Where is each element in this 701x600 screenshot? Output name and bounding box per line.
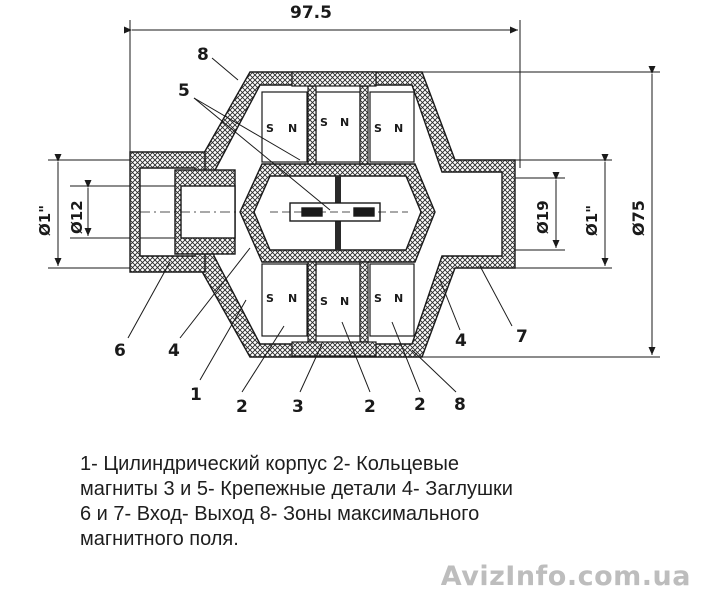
pole-s: S: [320, 116, 328, 129]
callout-7: 7: [516, 327, 528, 347]
pole-s: S: [320, 295, 328, 308]
dim-inlet-diameter: Ø1": [36, 205, 54, 236]
callout-numbers: 8 5 6 4 1 2 3 2 2 8 4 7: [114, 45, 528, 417]
inner-cage: [239, 163, 436, 263]
callout-3: 3: [292, 397, 304, 417]
callout-8-bottom: 8: [454, 395, 466, 415]
pole-s: S: [266, 122, 274, 135]
pole-n: N: [288, 122, 297, 135]
magnet-bottom-right: [369, 263, 415, 337]
magnet-top-left: [261, 91, 308, 163]
callout-4-right: 4: [455, 331, 467, 351]
magnetic-filter-diagram: S N S N S N S N S N S N 97.5 Ø1" Ø12 Ø19…: [36, 3, 660, 417]
dim-outlet-bore: Ø19: [534, 200, 552, 234]
legend-line: 6 и 7- Вход- Выход 8- Зоны максимального: [80, 503, 480, 525]
dim-overall-width: 97.5: [290, 3, 332, 23]
pole-n: N: [394, 292, 403, 305]
inlet-fitting: [129, 151, 206, 273]
pole-s: S: [374, 122, 382, 135]
pole-labels: S N S N S N S N S N S N: [266, 116, 403, 308]
callout-1: 1: [190, 385, 202, 405]
pole-n: N: [340, 295, 349, 308]
pole-s: S: [266, 292, 274, 305]
callout-4-left: 4: [168, 341, 180, 361]
legend-line: 1- Цилиндрический корпус 2- Кольцевые: [80, 453, 459, 475]
callout-2-c: 2: [414, 395, 426, 415]
callout-2-b: 2: [364, 397, 376, 417]
leader-lines: [127, 57, 513, 393]
dimension-lines: [48, 20, 660, 358]
callout-2-a: 2: [236, 397, 248, 417]
pole-n: N: [288, 292, 297, 305]
pole-s: S: [374, 292, 382, 305]
housing-body: [129, 71, 516, 358]
legend-caption: 1- Цилиндрический корпус 2- Кольцевые ма…: [80, 452, 680, 552]
ring-magnets: [261, 71, 415, 357]
dim-outlet-diameter: Ø1": [583, 205, 601, 236]
magnet-bottom-left: [261, 263, 308, 337]
callout-6: 6: [114, 341, 126, 361]
callout-5: 5: [178, 81, 190, 101]
dim-inlet-bore: Ø12: [68, 200, 86, 234]
legend-line: магнитного поля.: [80, 528, 239, 550]
pole-n: N: [340, 116, 349, 129]
pole-n: N: [394, 122, 403, 135]
dim-body-diameter: Ø75: [629, 200, 648, 236]
dimension-texts: 97.5 Ø1" Ø12 Ø19 Ø1" Ø75: [36, 3, 648, 236]
callout-8-top: 8: [197, 45, 209, 65]
magnet-top-right: [369, 91, 415, 163]
legend-line: магниты 3 и 5- Крепежные детали 4- Заглу…: [80, 478, 513, 500]
watermark: AvizInfo.com.ua: [440, 561, 691, 592]
